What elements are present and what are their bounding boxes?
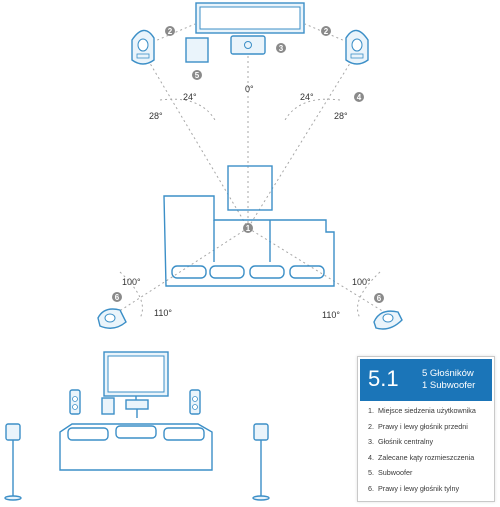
front-right-speaker-top xyxy=(345,29,369,65)
legend-desc-subwoofer: 1 Subwoofer xyxy=(422,380,476,391)
legend-item: 5.Subwoofer xyxy=(368,468,413,477)
center-speaker-front xyxy=(125,399,149,410)
svg-text:2: 2 xyxy=(324,27,329,36)
legend-card: 5.1 5 Głośników 1 Subwoofer 1.Miejsce si… xyxy=(357,356,495,502)
badge-subwoofer: 5 xyxy=(192,70,202,80)
rear-right-speaker-front xyxy=(252,423,270,501)
front-left-speaker-front xyxy=(69,389,81,415)
legend-list: 1.Miejsce siedzenia użytkownika 2.Prawy … xyxy=(368,405,476,498)
badge-center: 3 xyxy=(276,43,286,53)
badge-angle-zone: 4 xyxy=(354,92,364,102)
guide-lines xyxy=(117,23,385,319)
angle-front-left-outer: 28° xyxy=(149,111,163,121)
legend-item: 2.Prawy i lewy głośnik przedni xyxy=(368,421,468,431)
legend-desc-speakers: 5 Głośników xyxy=(422,368,474,379)
badges: 1 2 2 3 4 5 6 6 xyxy=(112,26,384,303)
legend-item: 4.Zalecane kąty rozmieszczenia xyxy=(368,452,475,462)
angle-rear-left-lower: 110° xyxy=(154,308,172,318)
subwoofer-top xyxy=(185,37,209,63)
rear-right-speaker-top xyxy=(373,310,403,330)
sofa-top xyxy=(163,165,335,287)
angle-labels: 24° 28° 0° 24° 28° 100° 110° 100° 110° xyxy=(122,84,371,320)
legend-item: 3.Głośnik centralny xyxy=(368,437,434,446)
svg-text:4: 4 xyxy=(357,93,362,102)
rear-left-speaker-front xyxy=(4,423,22,501)
svg-text:2: 2 xyxy=(168,27,173,36)
legend-code: 5.1 xyxy=(368,366,399,391)
angle-front-left-inner: 24° xyxy=(183,92,197,102)
svg-text:6: 6 xyxy=(377,294,382,303)
sofa-front xyxy=(59,423,213,471)
svg-text:1: 1 xyxy=(246,224,251,233)
angle-front-right-outer: 28° xyxy=(334,111,348,121)
rear-left-speaker-top xyxy=(97,308,127,329)
angle-front-right-inner: 24° xyxy=(300,92,314,102)
angle-rear-right-upper: 100° xyxy=(352,277,371,287)
legend-header: 5.1 5 Głośników 1 Subwoofer xyxy=(360,359,492,401)
svg-text:3: 3 xyxy=(279,44,284,53)
svg-text:5: 5 xyxy=(195,71,200,80)
legend-item: 6.Prawy i lewy głośnik tylny xyxy=(368,483,460,493)
badge-front-left: 2 xyxy=(165,26,175,36)
angle-front-center: 0° xyxy=(245,84,254,94)
subwoofer-front xyxy=(101,397,115,415)
front-right-speaker-front xyxy=(189,389,201,415)
badge-front-right: 2 xyxy=(321,26,331,36)
badge-rear-left: 6 xyxy=(112,292,122,302)
tv-top xyxy=(195,2,305,34)
angle-rear-right-lower: 110° xyxy=(322,310,340,320)
front-left-speaker-top xyxy=(131,29,155,65)
svg-text:6: 6 xyxy=(115,293,120,302)
legend-item: 1.Miejsce siedzenia użytkownika xyxy=(368,406,476,415)
badge-rear-right: 6 xyxy=(374,293,384,303)
center-speaker-top xyxy=(230,35,266,55)
front-view xyxy=(4,351,270,501)
badge-listener: 1 xyxy=(243,223,253,233)
angle-rear-left-upper: 100° xyxy=(122,277,141,287)
